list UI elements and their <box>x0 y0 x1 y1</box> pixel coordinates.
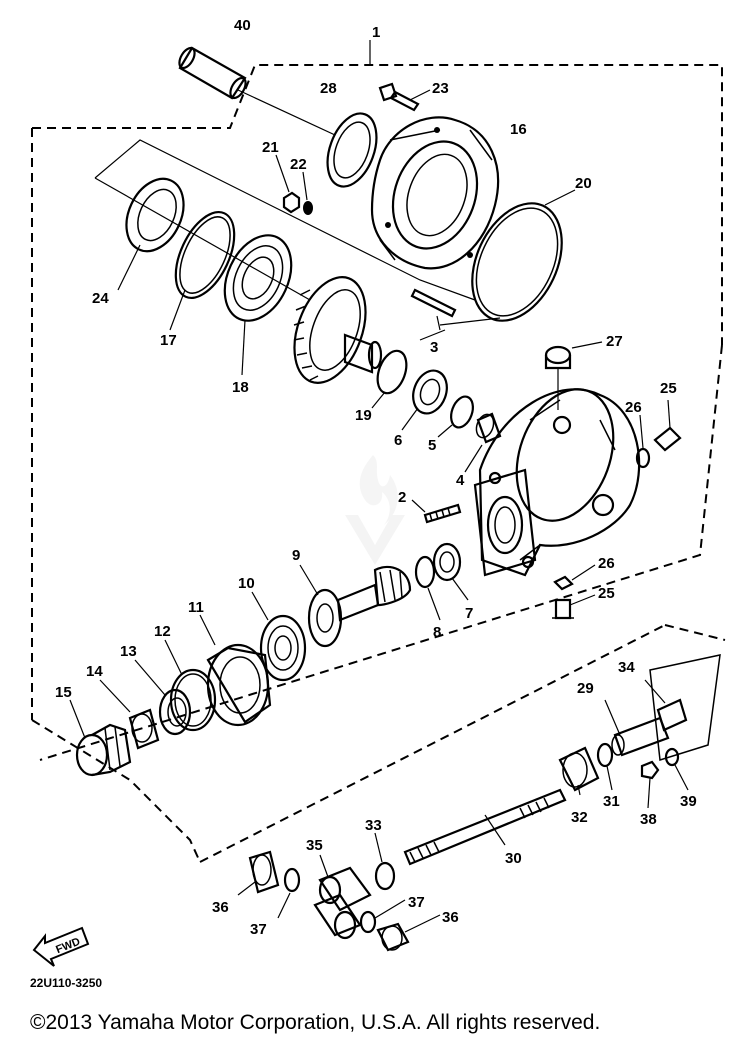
part-28-oil-seal <box>326 112 378 188</box>
callout-6: 6 <box>394 432 402 449</box>
copyright-notice: ©2013 Yamaha Motor Corporation, U.S.A. A… <box>30 1011 601 1034</box>
part-25-bolt <box>552 594 596 620</box>
part-6-bearing <box>401 369 448 431</box>
part-27-filler-plug <box>544 341 603 410</box>
callout-29: 29 <box>577 680 594 697</box>
callout-24: 24 <box>92 290 109 307</box>
fwd-arrow-icon: FWD <box>32 926 90 967</box>
part-23-bolt <box>378 82 431 112</box>
callout-15: 15 <box>55 684 72 701</box>
callout-35: 35 <box>306 837 323 854</box>
callout-34: 34 <box>618 659 635 676</box>
callout-25-upper: 25 <box>660 380 677 397</box>
callout-37-left: 37 <box>250 921 267 938</box>
assembly-boundary-dashed <box>31 64 726 863</box>
part-33-circlip <box>374 832 396 891</box>
part-9-pinion-gear <box>299 564 412 648</box>
part-32-coupling <box>558 746 600 796</box>
part-5-washer <box>437 395 474 438</box>
callout-7: 7 <box>465 605 473 622</box>
callout-numbers: 1 2 3 4 5 6 7 8 9 10 11 12 13 14 15 16 1… <box>55 17 697 938</box>
part-36-bearing-cup <box>237 850 280 896</box>
part-4-bushing <box>464 412 502 473</box>
callout-12: 12 <box>154 623 171 640</box>
callout-30: 30 <box>505 850 522 867</box>
part-25-drain-bolt <box>653 399 682 452</box>
part-26-gasket <box>553 564 596 591</box>
callout-18: 18 <box>232 379 249 396</box>
part-35-universal-joint <box>313 854 372 940</box>
callout-36-left: 36 <box>212 899 229 916</box>
gear-group-bracket <box>94 40 501 326</box>
part-26-drain-gasket <box>635 414 651 469</box>
part-38-nut <box>640 760 660 809</box>
part-21-nut <box>275 154 301 214</box>
part-20-o-ring <box>471 189 576 322</box>
callout-1: 1 <box>372 24 380 41</box>
diagram-code: 22U110-3250 <box>30 976 103 990</box>
part-1-final-gear-case <box>473 388 641 577</box>
part-37-circlip-2 <box>359 899 406 934</box>
flame-logo-icon <box>345 455 405 565</box>
callout-25-lower: 25 <box>598 585 615 602</box>
callout-4: 4 <box>456 472 465 489</box>
part-17-shim <box>169 210 236 331</box>
callout-27: 27 <box>606 333 623 350</box>
callout-38: 38 <box>640 811 657 828</box>
part-16-bearing-housing <box>370 116 500 270</box>
part-36-bearing-cup-2 <box>376 914 441 952</box>
part-8-shim <box>414 555 441 621</box>
callout-37-right: 37 <box>408 894 425 911</box>
callout-26-lower: 26 <box>598 555 615 572</box>
callout-13: 13 <box>120 643 137 660</box>
callout-21: 21 <box>262 139 279 156</box>
part-39-washer <box>664 747 689 791</box>
part-7-bearing <box>432 542 469 601</box>
callout-11: 11 <box>188 599 204 616</box>
callout-40: 40 <box>234 17 251 34</box>
callout-14: 14 <box>86 663 103 680</box>
callout-26-upper: 26 <box>625 399 642 416</box>
callout-22: 22 <box>290 156 307 173</box>
callout-28: 28 <box>320 80 337 97</box>
part-34-dust-boot <box>644 654 721 761</box>
part-31-circlip <box>596 742 614 791</box>
part-13-oil-seal <box>134 659 192 736</box>
part-ring-gear <box>293 276 446 384</box>
callout-16: 16 <box>510 121 527 138</box>
callout-10: 10 <box>238 575 255 592</box>
callout-32: 32 <box>571 809 588 826</box>
part-24-oil-seal <box>117 177 185 291</box>
part-18-bearing <box>223 234 293 376</box>
callout-5: 5 <box>428 437 436 454</box>
part-2-stud-bolt <box>411 499 462 524</box>
part-30-drive-shaft <box>403 788 567 866</box>
callout-39: 39 <box>680 793 697 810</box>
callout-2: 2 <box>398 489 406 506</box>
callout-33: 33 <box>365 817 382 834</box>
part-40-pipe <box>178 46 336 136</box>
part-14-collar <box>99 679 160 750</box>
part-37-circlip <box>277 867 301 919</box>
callout-9: 9 <box>292 547 300 564</box>
part-10-bearing <box>251 591 307 682</box>
part-15-coupling <box>69 699 132 777</box>
callout-19: 19 <box>355 407 372 424</box>
part-22-washer <box>302 171 313 215</box>
callout-23: 23 <box>432 80 449 97</box>
callout-8: 8 <box>433 624 441 641</box>
callout-17: 17 <box>160 332 177 349</box>
part-19-circlip <box>371 349 408 409</box>
part-12-o-ring <box>164 639 217 732</box>
part-29-spring <box>604 699 670 757</box>
callout-20: 20 <box>575 175 592 192</box>
part-3-stud-bolt <box>410 288 457 331</box>
callout-31: 31 <box>603 793 620 810</box>
callout-3: 3 <box>430 339 438 356</box>
callout-36-right: 36 <box>442 909 459 926</box>
